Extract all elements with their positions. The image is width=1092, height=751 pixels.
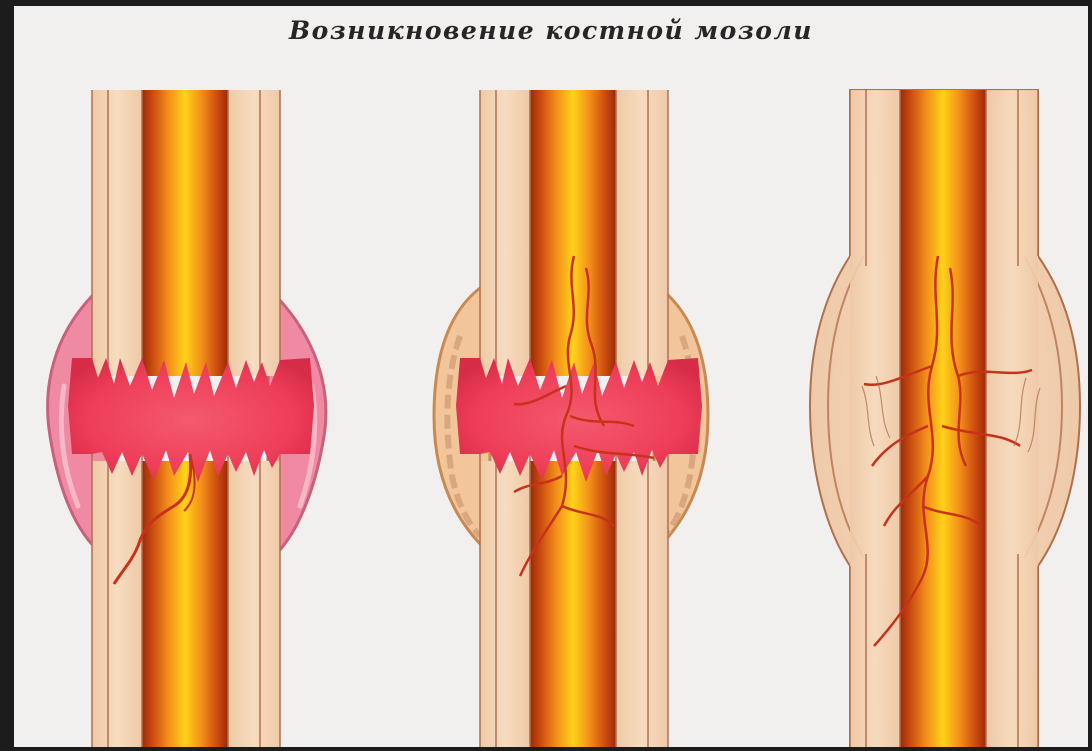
cortex-right <box>986 90 1038 747</box>
stage-3-hard-callus <box>810 90 1080 747</box>
cortex-left-upper <box>92 90 142 376</box>
diagram-panel: Возникновение костной мозоли <box>14 6 1088 747</box>
stage-2-soft-callus <box>434 90 708 747</box>
stage-1-hematoma <box>48 90 326 747</box>
marrow-canal <box>900 90 986 747</box>
marrow-upper <box>142 90 228 376</box>
bone-callus-illustration <box>14 6 1088 747</box>
cortex-left <box>850 90 900 747</box>
cortex-left-lower <box>92 461 142 747</box>
marrow-lower <box>142 461 228 747</box>
cortex-right-upper <box>228 90 280 376</box>
cortex-right-lower <box>228 461 280 747</box>
